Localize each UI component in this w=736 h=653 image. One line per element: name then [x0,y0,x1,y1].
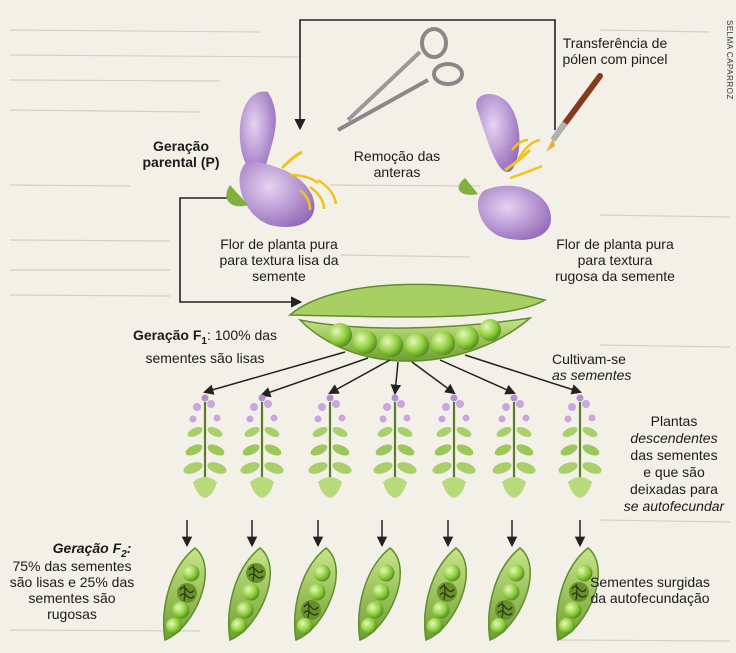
anther-removal-label: Remoção das anteras [338,148,456,180]
seeds-caption-line1: Cultivam-se [552,351,672,367]
descendants-line6: se autofecundar [612,498,736,515]
descendants-line2: descendentes [612,430,736,447]
wrinkled-flower-label: Flor de planta pura para textura rugosa … [555,236,675,284]
f2-ratio-label: 75% das sementes são lisas e 25% das sem… [8,558,136,622]
f1-title-prefix: Geração F [133,327,201,343]
smooth-parent-flower [226,92,336,227]
paintbrush-icon [546,76,600,152]
f1-pea-pod [290,284,545,361]
descendants-line1: Plantas [612,413,736,430]
descendants-line5: deixadas para [612,481,736,498]
smooth-flower-label: Flor de planta pura para textura lisa da… [218,236,340,284]
f2-title-prefix: Geração F [53,540,121,556]
pollen-transfer-label: Transferência de pólen com pincel [560,35,670,67]
f2-pods [164,548,598,640]
descendant-plants [182,395,603,499]
f1-generation-label: Geração F1: 100% das sementes são lisas [120,327,290,366]
illustrator-credit: SELMA CAPARROZ [725,20,734,100]
descendants-line4: e que são [612,464,736,481]
transfer-loop-arrow [300,20,555,130]
wrinkled-parent-flower [459,94,551,240]
f2-pods-caption: Sementes surgidas da autofecundação [590,574,710,606]
parental-generation-label: Geração parental (P) [127,138,235,170]
descendant-plants-label: Plantas descendentes das sementes e que … [612,413,736,515]
seeds-caption-line2: as sementes [552,367,672,383]
descendants-line3: das sementes [612,447,736,464]
scissors-icon [338,29,462,130]
plants-to-f2-arrows [187,520,580,545]
f2-title-suffix: : [127,540,132,556]
seeds-cultivated-label: Cultivam-se as sementes [552,351,672,383]
